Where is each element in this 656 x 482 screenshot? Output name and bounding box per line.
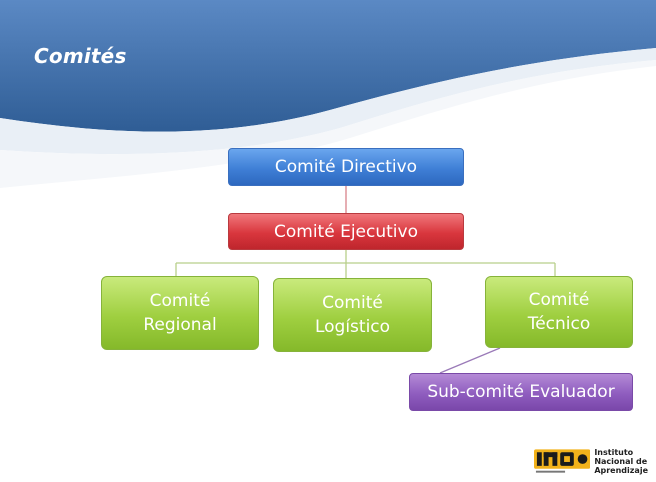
node-comite-ejecutivo-label: Comité Ejecutivo [274, 221, 418, 242]
node-sub-comite-evaluador-label: Sub-comité Evaluador [427, 382, 615, 402]
node-comite-ejecutivo: Comité Ejecutivo [228, 213, 464, 250]
header-background [0, 0, 656, 188]
node-comite-logistico: Comité Logístico [273, 278, 432, 352]
node-comite-directivo-label: Comité Directivo [274, 157, 418, 177]
ina-logo: Instituto Nacional de Aprendizaje [534, 444, 648, 478]
slide-title: Comités [34, 44, 127, 68]
node-comite-tecnico: Comité Técnico [485, 276, 633, 348]
ina-logo-mark-icon [534, 449, 591, 474]
node-comite-regional-line2: Regional [143, 315, 217, 335]
node-comite-logistico-line1: Comité [322, 293, 383, 313]
node-comite-tecnico-line2: Técnico [527, 314, 591, 334]
ina-logo-line2: Nacional de [594, 456, 648, 466]
ina-logo-text: Instituto Nacional de Aprendizaje [594, 448, 648, 475]
ina-logo-line1: Instituto [594, 447, 634, 457]
node-comite-regional-line1: Comité [149, 291, 211, 311]
connector-tecnico-evaluador [439, 347, 501, 374]
ina-logo-line3: Aprendizaje [594, 465, 648, 475]
node-comite-directivo: Comité Directivo [228, 148, 464, 186]
node-sub-comite-evaluador: Sub-comité Evaluador [409, 373, 633, 411]
node-comite-tecnico-line1: Comité [528, 290, 590, 310]
node-comite-regional: Comité Regional [101, 276, 259, 350]
node-comite-logistico-line2: Logístico [314, 317, 391, 337]
